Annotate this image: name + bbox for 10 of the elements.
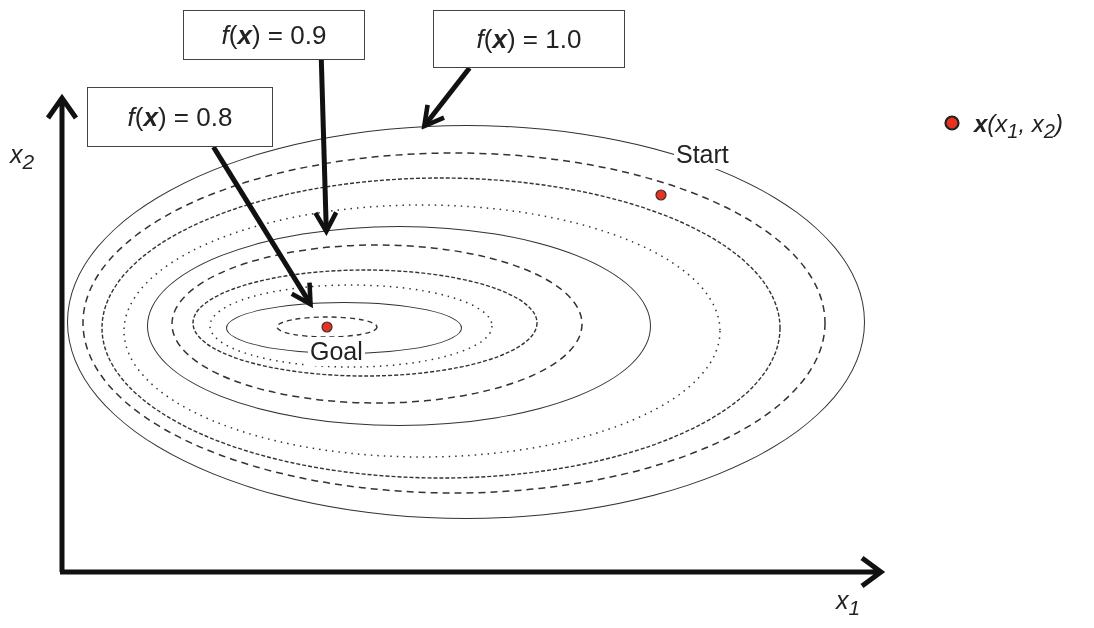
callout-box: f(x) = 0.8 (87, 87, 273, 147)
point-label: Goal (308, 337, 365, 366)
axis-label: x$_{1}$ (836, 586, 861, 620)
callout-box: f(x) = 1.0 (433, 10, 625, 68)
leader-arrow (422, 66, 472, 129)
leader-arrow (313, 59, 339, 234)
leader-arrow (211, 145, 313, 307)
callout-box: f(x) = 0.9 (183, 10, 365, 60)
legend-label: x(x$_{1}$, x$_{2}$) (974, 110, 1063, 143)
axis-label: x$_{2}$ (10, 140, 35, 174)
